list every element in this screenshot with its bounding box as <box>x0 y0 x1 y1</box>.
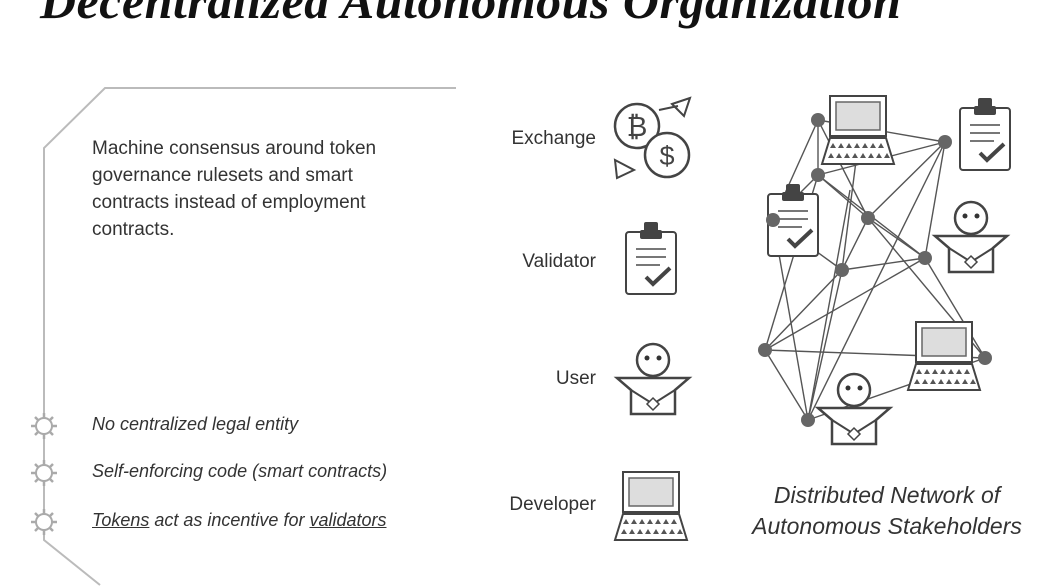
network-laptop-icon <box>821 95 895 165</box>
feature-item-3-text: act as incentive for <box>149 510 310 530</box>
network-node-icon <box>835 263 849 277</box>
role-label-exchange: Exchange <box>511 128 596 149</box>
feature-item-2: Self-enforcing code (smart contracts) <box>92 461 388 481</box>
svg-text:₿: ₿ <box>627 111 648 142</box>
validators-term: validators <box>309 510 387 530</box>
network-nodes <box>758 113 992 427</box>
network-node-icon <box>801 413 815 427</box>
network-node-icon <box>811 113 825 127</box>
network-node-icon <box>918 251 932 265</box>
dollar-icon <box>643 131 691 179</box>
network-node-icon <box>978 351 992 365</box>
role-label-developer: Developer <box>509 494 596 515</box>
network-user-icon <box>933 200 1009 274</box>
role-label-user: User <box>555 368 596 389</box>
gear-bullet-icon <box>29 507 59 537</box>
role-label-validator: Validator <box>522 251 596 272</box>
gear-bullet-icon <box>29 411 59 441</box>
bitcoin-icon <box>613 102 661 150</box>
svg-text:$: $ <box>659 141 674 171</box>
network-node-icon <box>758 343 772 357</box>
network-node-icon <box>811 168 825 182</box>
network-label-line2: Autonomous Stakeholders <box>752 513 1022 539</box>
network-clipboard-icon <box>958 96 1012 172</box>
laptop-icon <box>614 471 688 541</box>
feature-item-1: No centralized legal entity <box>92 414 299 434</box>
left-frame <box>43 87 456 586</box>
network-label: Distributed Network of Autonomous Stakeh… <box>728 480 1046 542</box>
page-title: Decentralized Autonomous Organization <box>40 0 902 29</box>
network-node-icon <box>766 213 780 227</box>
tokens-term: Tokens <box>92 510 150 530</box>
gear-bullet-icon <box>29 458 59 488</box>
clipboard-check-icon <box>624 220 678 296</box>
user-icon <box>615 342 691 416</box>
network-user-icon <box>816 372 892 446</box>
network-label-line1: Distributed Network of <box>773 482 1001 508</box>
feature-item-3: Tokens act as incentive for validators <box>92 510 387 531</box>
network-node-icon <box>861 211 875 225</box>
network-node-icon <box>938 135 952 149</box>
network-laptop-icon <box>907 321 981 391</box>
exchange-icon: ₿ $ <box>613 96 692 180</box>
description-text: Machine consensus around token governanc… <box>92 138 377 240</box>
